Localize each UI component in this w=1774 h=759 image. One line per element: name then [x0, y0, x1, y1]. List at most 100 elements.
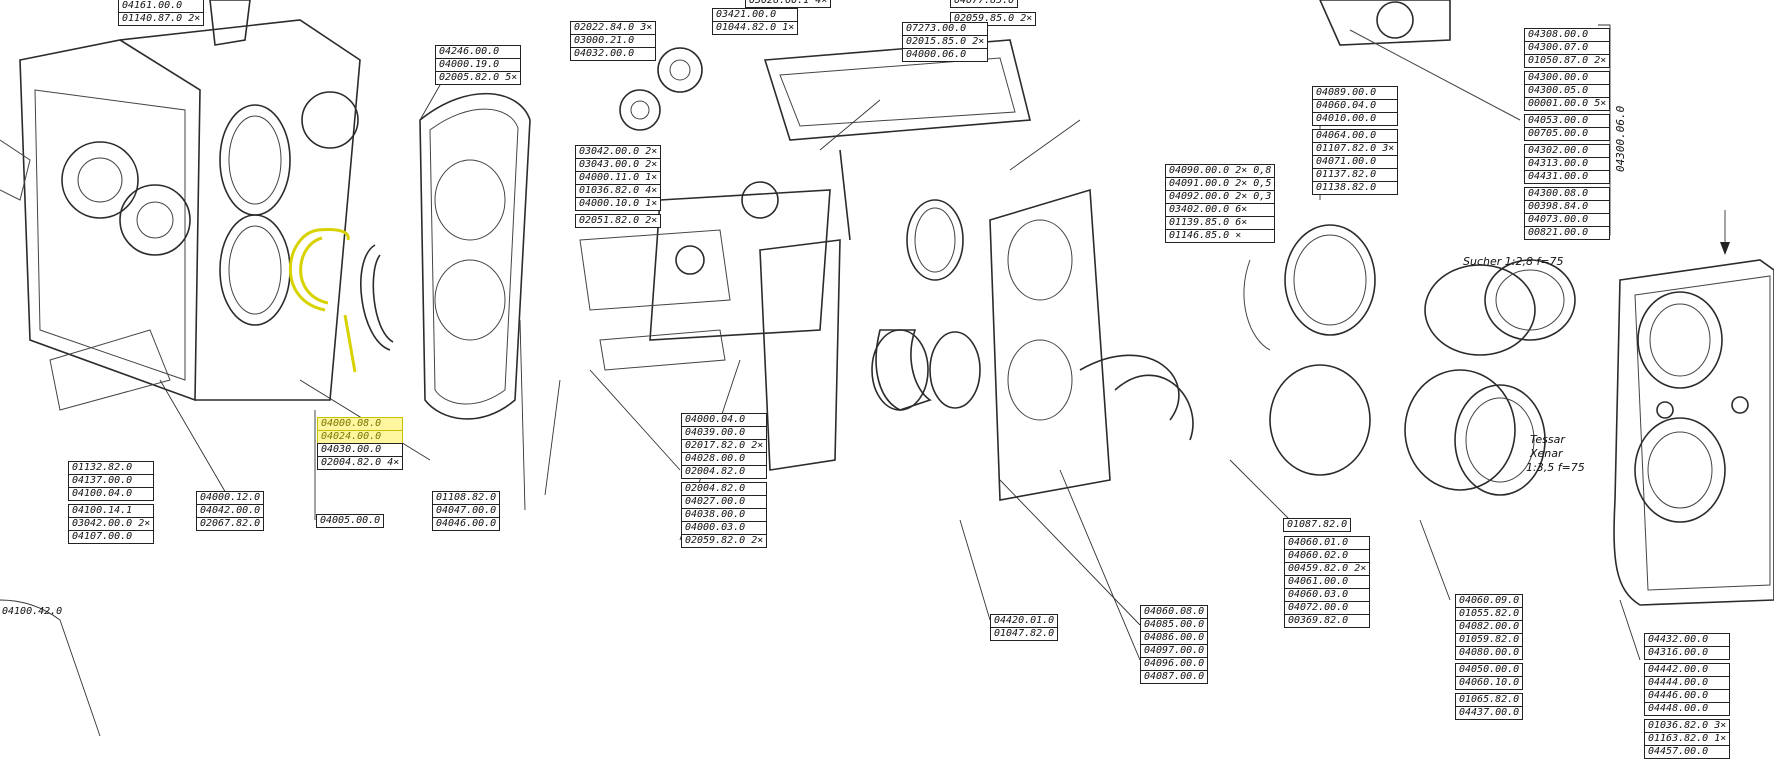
leader-lines [0, 49, 1641, 736]
part-number-label: 04000.10.0 1× [575, 197, 662, 211]
part-number-label: 04431.00.0 [1524, 170, 1611, 184]
part-number-label: 04061.00.0 [1284, 575, 1371, 589]
taking-lens-spec: 1:3,5 f=75 [1526, 461, 1585, 474]
part-number-label: 04100.04.0 [68, 487, 155, 501]
label-group-bottom-c: 04420.01.0 01047.82.0 [990, 614, 1059, 641]
part-number-label: 04082.00.0 [1455, 620, 1524, 634]
part-number-label: 02004.82.0 [681, 482, 768, 496]
part-number-label: 04137.00.0 [68, 474, 155, 488]
front-housing-drawing [1613, 259, 1774, 606]
part-number-label: 04302.00.0 [1524, 144, 1611, 158]
part-number-label: 02059.82.0 2× [681, 534, 768, 548]
part-number-label: 03402.00.0 6× [1165, 203, 1276, 217]
part-number-label: 04010.00.0 [1312, 112, 1399, 126]
part-number-label: 04047.00.0 [432, 504, 501, 518]
part-number-label: 04042.00.0 [196, 504, 265, 518]
part-number-label: 04313.00.0 [1524, 157, 1611, 171]
label-group-bottom-b: 01108.82.0 04047.00.0 04046.00.0 [432, 491, 501, 531]
taking-lens-label-xenar: Xenar [1530, 447, 1563, 460]
part-number-label: 03042.00.0 2× [575, 145, 662, 159]
part-number-label: 04060.10.0 [1455, 676, 1524, 690]
part-number-label: 01065.82.0 [1455, 693, 1524, 707]
label-group-highlighted: 04000.08.0 04024.00.0 04030.00.0 02004.8… [317, 417, 404, 470]
highlighted-part-label: 04024.00.0 [317, 430, 404, 444]
part-number-label: 01140.87.0 2× [118, 12, 205, 26]
part-number-label: 03043.00.0 2× [575, 158, 662, 172]
label-group-center-low: 01087.82.0 [1283, 518, 1352, 532]
label-group-far-right-top: 04308.00.0 04300.07.0 01050.87.0 2× 0430… [1524, 28, 1611, 240]
part-number-label: 02015.85.0 2× [902, 35, 989, 49]
label-group-far-right-bottom: 04432.00.0 04316.00.0 04442.00.0 04444.0… [1644, 633, 1731, 759]
part-number-label: 04060.01.0 [1284, 536, 1371, 550]
part-number-label: 04060.03.0 [1284, 588, 1371, 602]
part-number-label: 03042.00.0 2× [68, 517, 155, 531]
part-number-label: 04300.05.0 [1524, 84, 1611, 98]
part-number-label: 02005.82.0 5× [435, 71, 522, 85]
camera-body-drawing [0, 0, 361, 411]
part-number-label: 04308.00.0 [1524, 28, 1611, 42]
part-number-label: 01108.82.0 [432, 491, 501, 505]
part-number-label: 04060.04.0 [1312, 99, 1399, 113]
part-number-label: 04442.00.0 [1644, 663, 1731, 677]
part-number-label: 00001.00.0 5× [1524, 97, 1611, 111]
label-group-top-mid2: 03421.00.0 01044.82.0 1× [712, 8, 799, 35]
part-number-label: 01138.82.0 [1312, 181, 1399, 195]
vertical-part-label: 04300.06.0 [1614, 105, 1627, 172]
part-number-label: 04060.08.0 [1140, 605, 1209, 619]
part-number-label: 04077.85.0 [950, 0, 1019, 8]
label-group-mech: 03042.00.0 2× 03043.00.0 2× 04000.11.0 1… [575, 145, 662, 228]
part-number-label: 02067.82.0 [196, 517, 265, 531]
label-group-lens-list: 04060.09.0 01055.82.0 04082.00.0 01059.8… [1455, 594, 1524, 720]
part-number-label: 01059.82.0 [1455, 633, 1524, 647]
part-number-label: 04097.00.0 [1140, 644, 1209, 658]
label-group-top-cut-b: 04077.85.0 [950, 0, 1019, 8]
highlighted-ring-part [288, 228, 357, 373]
part-number-label: 04027.00.0 [681, 495, 768, 509]
part-number-label: 04000.12.0 [196, 491, 265, 505]
part-number-label: 00459.82.0 2× [1284, 562, 1371, 576]
part-number-label: 04032.00.0 [570, 47, 657, 61]
part-number-label: 04000.19.0 [435, 58, 522, 72]
part-number-label: 01139.85.0 6× [1165, 216, 1276, 230]
part-number-label: 01146.85.0 × [1165, 229, 1276, 243]
part-number-label: 04437.00.0 [1455, 706, 1524, 720]
part-number-label: 01036.82.0 3× [1644, 719, 1731, 733]
part-number-label: 01163.82.0 1× [1644, 732, 1731, 746]
part-number-label: 04107.00.0 [68, 530, 155, 544]
part-number-label: 01050.87.0 2× [1524, 54, 1611, 68]
part-number-label: 04046.00.0 [432, 517, 501, 531]
part-number-label: 04030.00.0 [317, 443, 404, 457]
highlighted-part-label: 04000.08.0 [317, 417, 404, 431]
part-number-label: 01137.82.0 [1312, 168, 1399, 182]
part-number-label: 03028.00.1 4× [745, 0, 832, 8]
part-number-label: 04246.00.0 [435, 45, 522, 59]
part-number-label: 01087.82.0 [1283, 518, 1352, 532]
part-number-label: 04000.03.0 [681, 521, 768, 535]
part-number-label: 03000.21.0 [570, 34, 657, 48]
viewfinder-lens-label: Sucher 1:2,8 f=75 [1463, 255, 1564, 268]
gasket-ring-drawing [360, 244, 394, 351]
part-number-label: 04420.01.0 [990, 614, 1059, 628]
part-number-label: 04005.00.0 [316, 514, 385, 528]
label-group-top-mid3: 07273.00.0 02015.85.0 2× 04000.06.0 [902, 22, 989, 62]
part-number-label: 01055.82.0 [1455, 607, 1524, 621]
label-group-top-cut: 03028.00.1 4× [745, 0, 832, 8]
label-group-bottom-d: 04060.08.0 04085.00.0 04086.00.0 04097.0… [1140, 605, 1209, 684]
part-number-label: 00398.84.0 [1524, 200, 1611, 214]
part-number-label: 04432.00.0 [1644, 633, 1731, 647]
part-number-label: 01036.82.0 4× [575, 184, 662, 198]
part-number-label: 04087.00.0 [1140, 670, 1209, 684]
label-group-left-mid: 01132.82.0 04137.00.0 04100.04.0 04100.1… [68, 461, 155, 544]
part-number-label: 03421.00.0 [712, 8, 799, 22]
arrow-head-icon [1720, 242, 1730, 255]
part-number-label: 04096.00.0 [1140, 657, 1209, 671]
front-plate-drawing [419, 92, 531, 420]
part-number-label: 04053.00.0 [1524, 114, 1611, 128]
part-number-label: 00705.00.0 [1524, 127, 1611, 141]
part-number-label: 02004.82.0 [681, 465, 768, 479]
part-number-label: 04086.00.0 [1140, 631, 1209, 645]
part-number-label: 04448.00.0 [1644, 702, 1731, 716]
label-group-top-mid: 02022.84.0 3× 03000.21.0 04032.00.0 [570, 21, 657, 61]
part-number-label: 04085.00.0 [1140, 618, 1209, 632]
part-number-label: 04000.06.0 [902, 48, 989, 62]
